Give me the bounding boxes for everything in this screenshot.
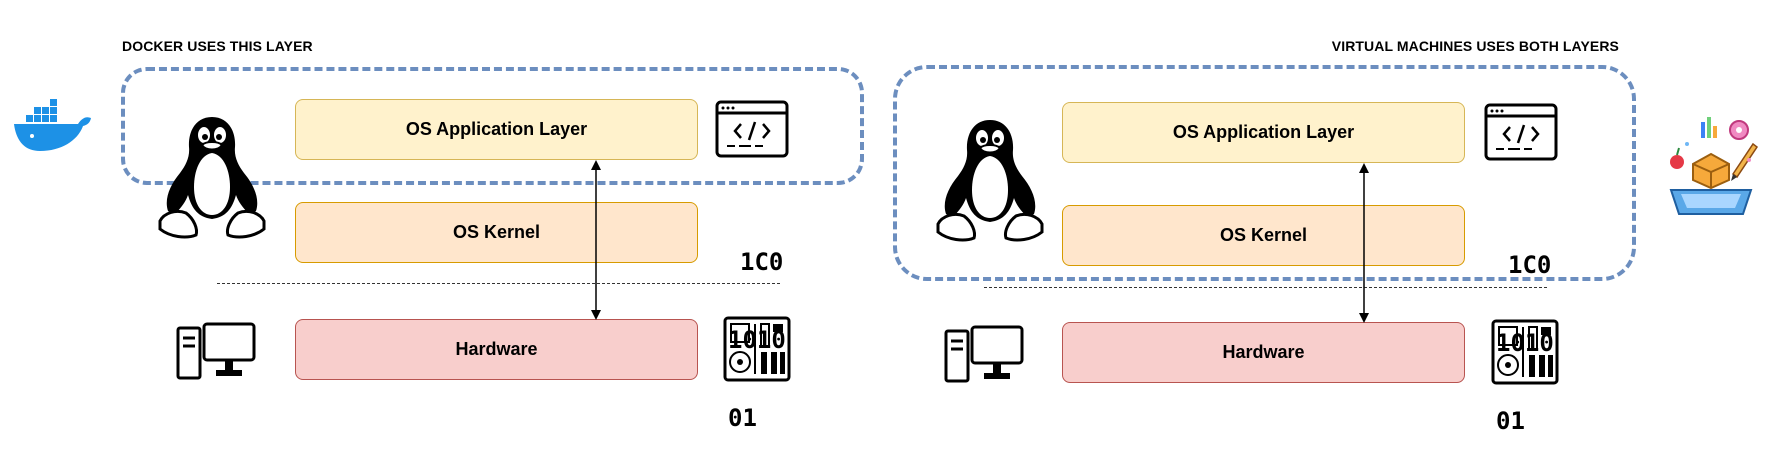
os-kernel-box: OS Kernel bbox=[1062, 205, 1465, 266]
os-application-layer-box: OS Application Layer bbox=[1062, 102, 1465, 163]
binary-line: 01 bbox=[1496, 407, 1525, 435]
desktop-computer-icon bbox=[176, 322, 256, 380]
docker-layer-boundary bbox=[121, 67, 864, 185]
vm-layer-boundary bbox=[893, 65, 1636, 281]
os-application-layer-box: OS Application Layer bbox=[295, 99, 698, 160]
code-window-icon bbox=[715, 100, 789, 158]
os-kernel-label: OS Kernel bbox=[452, 222, 541, 242]
code-window-icon bbox=[1484, 103, 1558, 161]
vm-layer-caption: VIRTUAL MACHINES USES BOTH LAYERS bbox=[1331, 38, 1619, 54]
hardware-label: Hardware bbox=[1222, 342, 1305, 362]
os-application-layer-label: OS Application Layer bbox=[405, 119, 588, 139]
kernel-hardware-divider bbox=[217, 283, 780, 284]
app-hardware-arrow bbox=[591, 160, 601, 320]
binary-line: 1C0 bbox=[1508, 251, 1552, 279]
docker-whale-icon bbox=[14, 99, 91, 151]
binary-line: 1C0 bbox=[740, 248, 784, 276]
virtual-machine-icon bbox=[1669, 117, 1759, 215]
linux-penguin-icon bbox=[936, 120, 1044, 242]
motherboard-icon bbox=[1491, 319, 1559, 385]
binary-line: 01 bbox=[728, 404, 757, 432]
kernel-hardware-divider bbox=[984, 287, 1547, 288]
linux-penguin-icon bbox=[158, 117, 266, 239]
motherboard-icon bbox=[723, 316, 791, 382]
os-kernel-box: OS Kernel bbox=[295, 202, 698, 263]
app-hardware-arrow bbox=[1359, 163, 1369, 323]
hardware-box: Hardware bbox=[1062, 322, 1465, 383]
os-kernel-label: OS Kernel bbox=[1219, 225, 1308, 245]
hardware-box: Hardware bbox=[295, 319, 698, 380]
hardware-label: Hardware bbox=[455, 339, 538, 359]
desktop-computer-icon bbox=[944, 325, 1024, 383]
os-application-layer-label: OS Application Layer bbox=[1172, 122, 1355, 142]
docker-layer-caption: DOCKER USES THIS LAYER bbox=[122, 38, 313, 54]
